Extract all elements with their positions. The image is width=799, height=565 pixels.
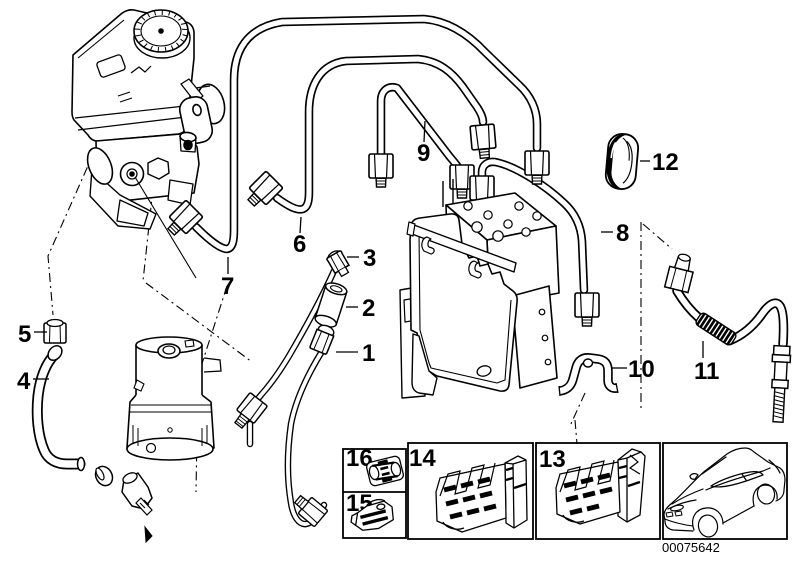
svg-text:9: 9 — [417, 140, 430, 167]
svg-text:12: 12 — [652, 149, 679, 176]
svg-text:14: 14 — [409, 445, 436, 472]
svg-text:11: 11 — [694, 358, 719, 385]
svg-text:10: 10 — [628, 356, 655, 383]
svg-text:5: 5 — [18, 321, 31, 348]
svg-text:00075642: 00075642 — [662, 540, 720, 555]
svg-text:13: 13 — [539, 446, 566, 473]
svg-text:1: 1 — [362, 340, 375, 367]
svg-text:2: 2 — [362, 295, 375, 322]
svg-text:3: 3 — [363, 245, 376, 272]
svg-text:6: 6 — [293, 231, 306, 258]
svg-text:8: 8 — [616, 220, 629, 247]
svg-text:7: 7 — [221, 273, 234, 300]
svg-text:4: 4 — [17, 368, 31, 395]
